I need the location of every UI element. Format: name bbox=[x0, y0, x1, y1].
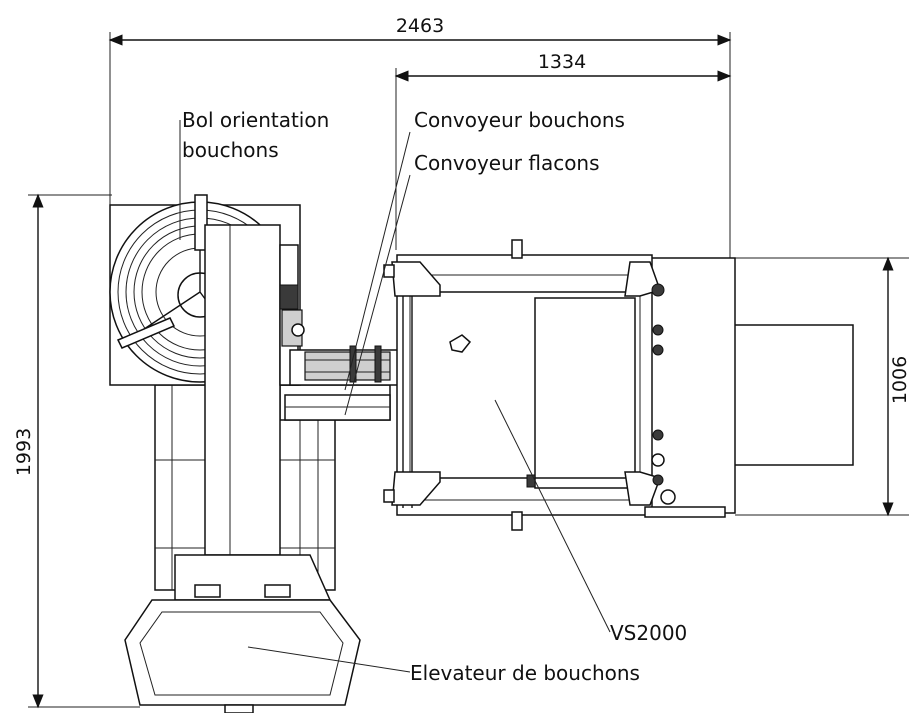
vs2000-machine bbox=[383, 239, 854, 531]
machine-label: VS2000 bbox=[610, 621, 687, 645]
column-housing bbox=[204, 224, 305, 556]
leader-lines bbox=[179, 120, 611, 673]
dimension-overall-height-label: 1993 bbox=[13, 428, 35, 476]
dimension-overall-width-label: 2463 bbox=[396, 15, 444, 37]
bottle-conveyor-label: Convoyeur flacons bbox=[414, 151, 600, 175]
dimension-overall-width: 2463 bbox=[108, 15, 732, 258]
conveyors bbox=[284, 345, 401, 421]
dimension-machine-width-label: 1334 bbox=[538, 51, 586, 73]
dimension-overall-height: 1993 bbox=[13, 193, 140, 709]
bowl-label-line1: Bol orientation bbox=[182, 108, 329, 132]
cap-elevator bbox=[124, 554, 361, 713]
cap-conveyor-label: Convoyeur bouchons bbox=[414, 108, 625, 132]
dimension-machine-depth-label: 1006 bbox=[889, 356, 909, 404]
bowl-label-line2: bouchons bbox=[182, 138, 279, 162]
dimension-machine-depth: 1006 bbox=[735, 256, 909, 517]
dimension-machine-width: 1334 bbox=[394, 51, 732, 250]
cap-elevator-label: Elevateur de bouchons bbox=[410, 661, 640, 685]
